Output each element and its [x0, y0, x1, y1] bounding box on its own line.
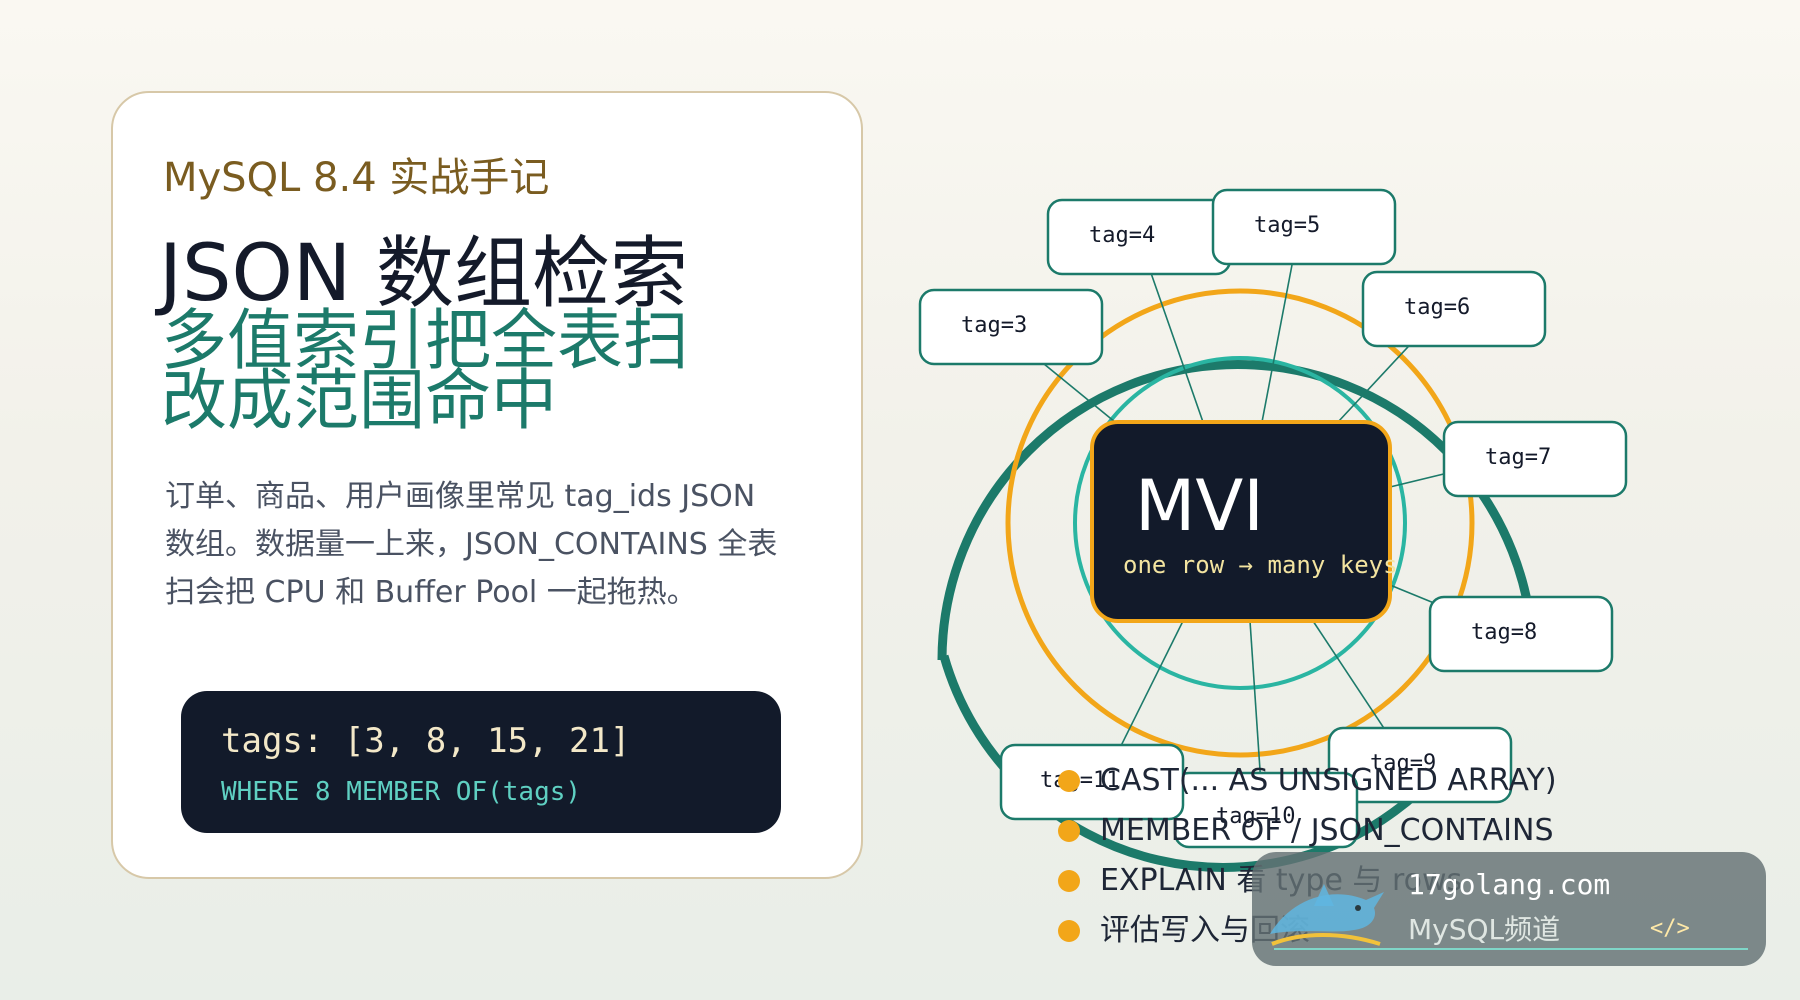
inner-teal-ring [1073, 356, 1407, 690]
tag-label-9: tag=9 [1370, 751, 1436, 776]
watermark-url: 17golang.com [1408, 868, 1611, 901]
tag-label-10: tag=10 [1216, 804, 1295, 829]
list-item-text: CAST(... AS UNSIGNED ARRAY) [1100, 763, 1557, 798]
tag-box-6: tag=6 [1361, 270, 1547, 348]
tag-box-7: tag=7 [1442, 420, 1628, 498]
bullet-dot-icon [1058, 770, 1080, 792]
series-label: MySQL 8.4 实战手记 [163, 155, 550, 201]
code-line-query: WHERE 8 MEMBER OF(tags) [221, 777, 582, 807]
tag-label-5: tag=5 [1254, 213, 1320, 238]
tag-label-8: tag=8 [1471, 620, 1537, 645]
tag-label-7: tag=7 [1485, 445, 1551, 470]
page-title: JSON 数组检索 [159, 229, 689, 319]
tag-box-4: tag=4 [1046, 198, 1232, 276]
middle-orange-ring [1005, 288, 1475, 758]
channel-watermark[interactable]: 17golang.com MySQL频道 </> [1252, 852, 1766, 966]
page-subtitle: 多值索引把全表扫改成范围命中 [161, 302, 689, 439]
code-line-data: tags: [3, 8, 15, 21] [221, 721, 631, 761]
tag-label-3: tag=3 [961, 313, 1027, 338]
mvi-center-box: MVI one row → many keys [1090, 420, 1398, 623]
description-text: 订单、商品、用户画像里常见 tag_ids JSON 数组。数据量一上来，JSO… [165, 479, 778, 610]
intro-card: MySQL 8.4 实战手记 JSON 数组检索 多值索引把全表扫改成范围命中 … [111, 91, 863, 879]
list-item: MEMBER OF / JSON_CONTAINS [1058, 806, 1557, 856]
mvi-title: MVI [1135, 465, 1264, 547]
tag-label-6: tag=6 [1404, 295, 1470, 320]
code-block: tags: [3, 8, 15, 21] WHERE 8 MEMBER OF(t… [181, 691, 781, 833]
dolphin-logo-icon [1270, 884, 1384, 946]
code-brackets-icon: </> [1650, 916, 1690, 941]
bullet-dot-icon [1058, 920, 1080, 942]
outer-teal-arc [937, 360, 1538, 661]
mvi-subtitle: one row → many keys [1123, 551, 1398, 579]
bullet-dot-icon [1058, 870, 1080, 892]
bullet-dot-icon [1058, 820, 1080, 842]
tag-label-4: tag=4 [1089, 223, 1155, 248]
outer-teal-arc-lower [939, 654, 1444, 872]
tag-box-5: tag=5 [1211, 188, 1397, 266]
list-item: CAST(... AS UNSIGNED ARRAY) [1058, 756, 1557, 806]
tag-box-9: tag=9 [1327, 726, 1513, 804]
watermark-underline [1274, 948, 1748, 950]
list-item-text: MEMBER OF / JSON_CONTAINS [1100, 813, 1554, 848]
watermark-channel-name: MySQL频道 [1408, 913, 1561, 946]
tag-box-8: tag=8 [1428, 595, 1614, 673]
tag-box-3: tag=3 [918, 288, 1104, 366]
